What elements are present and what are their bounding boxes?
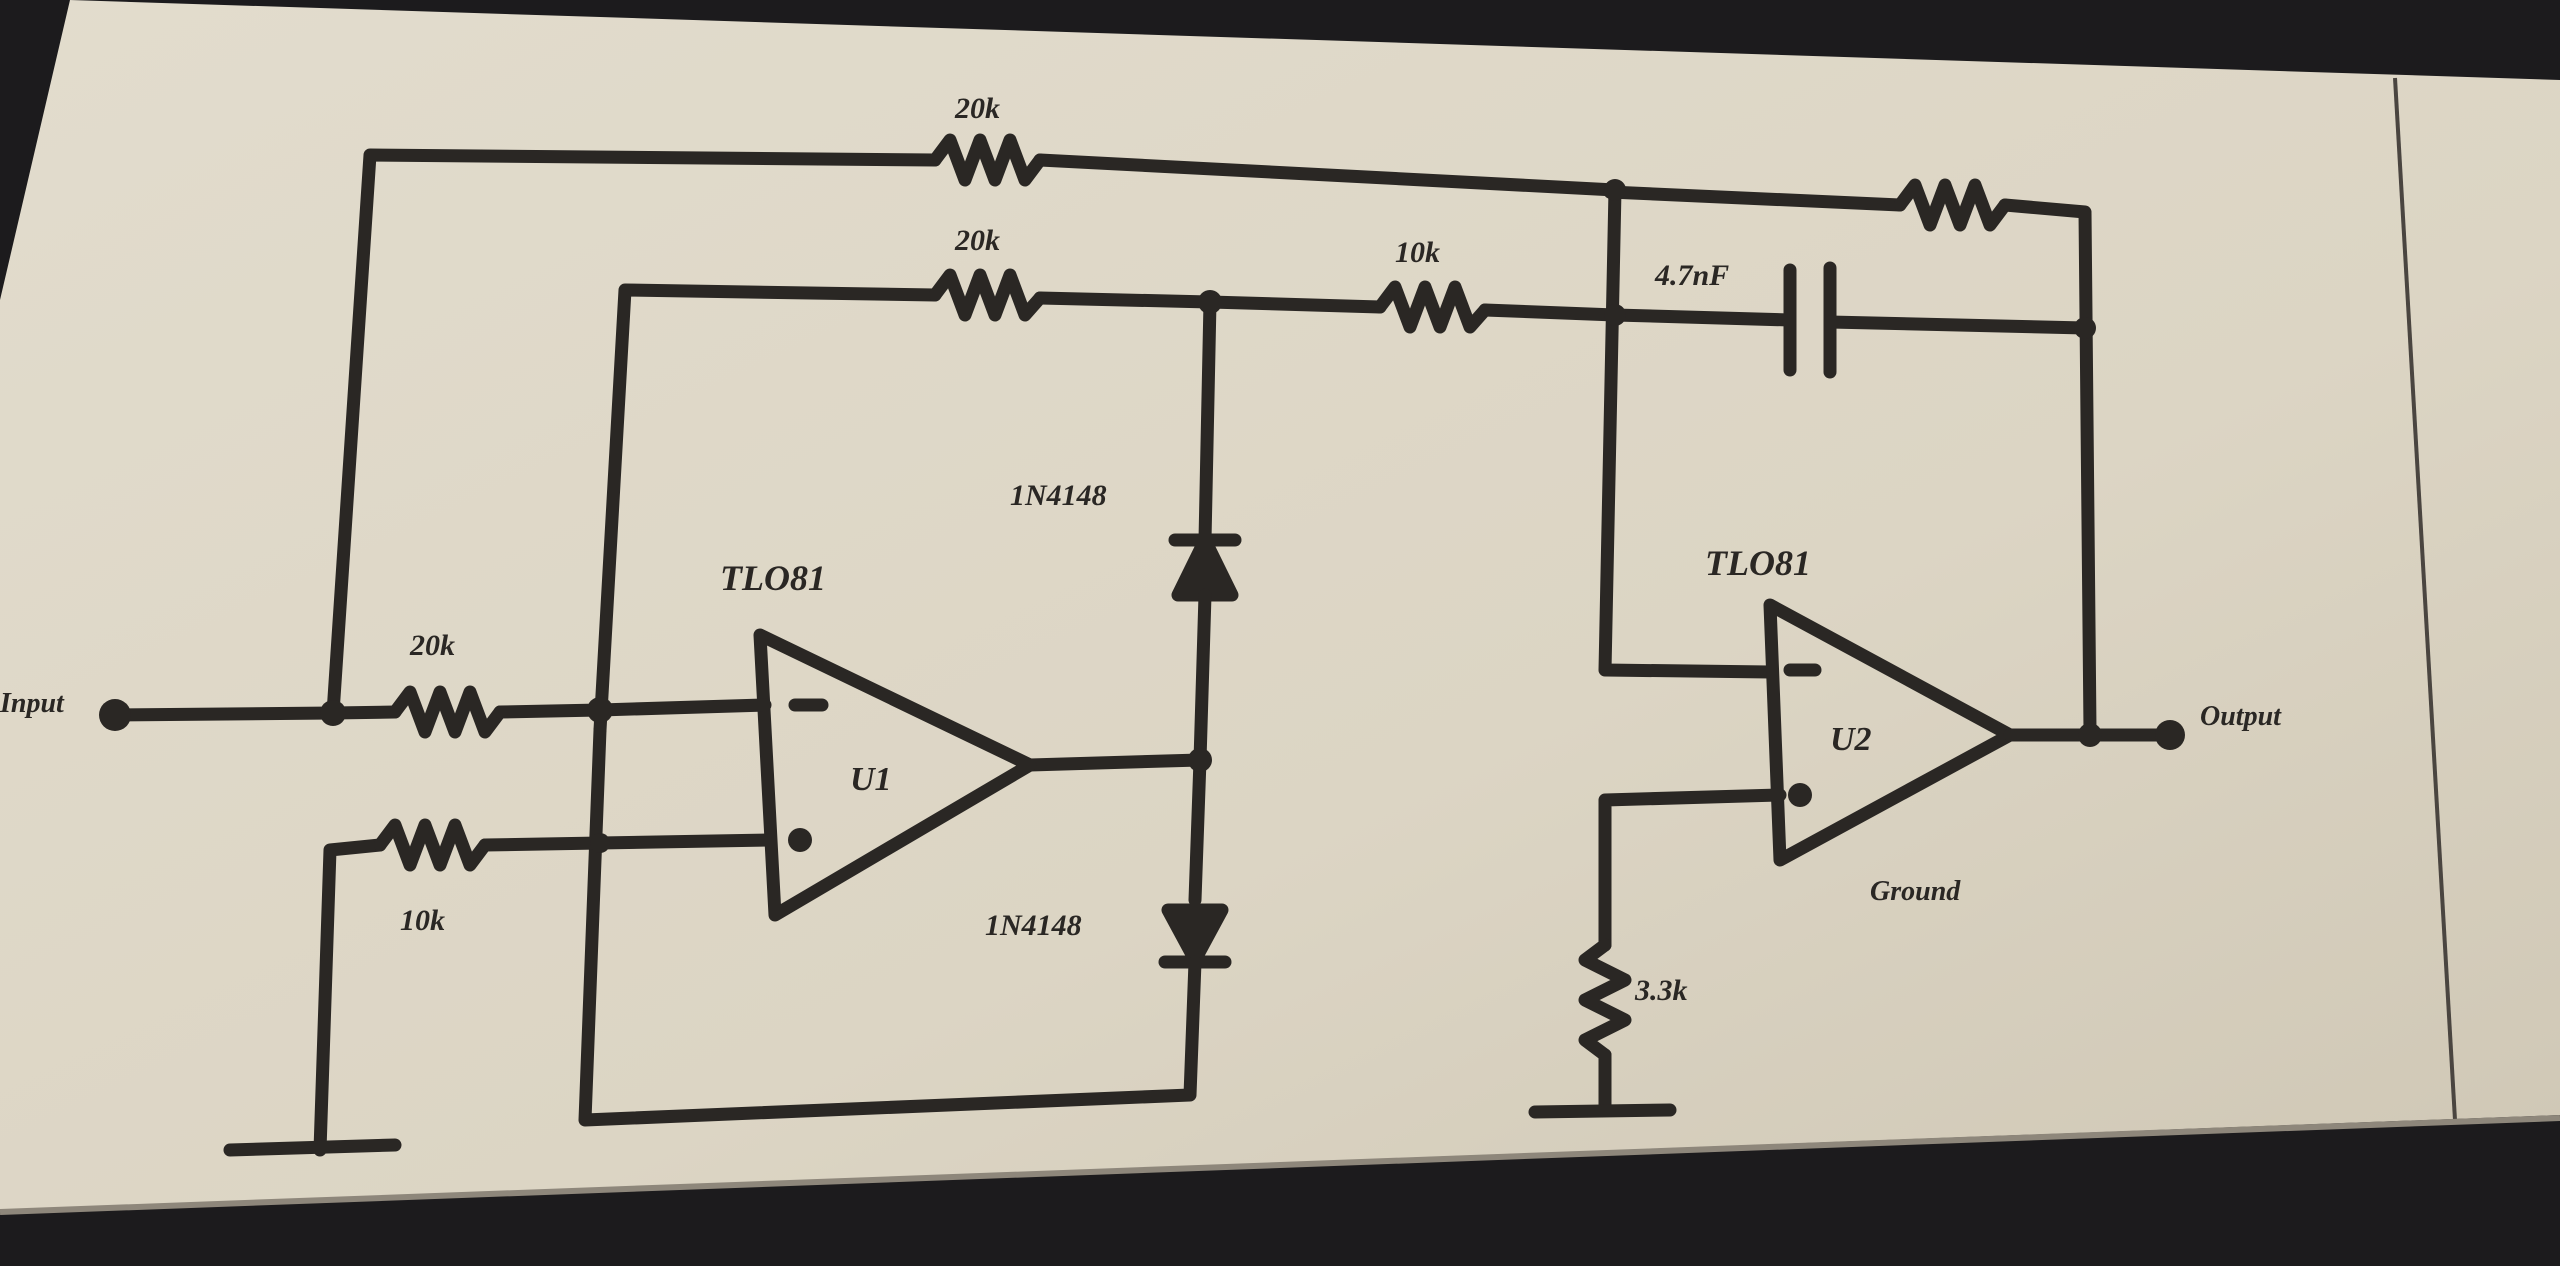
u2-plus-mark <box>1788 783 1812 807</box>
ground-left <box>223 1138 402 1157</box>
label-r-u2-plus-ground: 3.3k <box>1634 974 1688 1007</box>
node-u1-plus <box>590 833 610 853</box>
input-terminal <box>99 699 131 731</box>
wire-u1-feedback-left <box>593 283 942 737</box>
node-u2-mid <box>1604 304 1626 326</box>
node-u2-output <box>2078 723 2102 747</box>
wire-cap-right <box>1823 315 2092 335</box>
label-opamp-u2-ref: U2 <box>1830 721 1872 758</box>
wire-cap-left <box>1608 308 1797 327</box>
ground-right <box>1528 1103 1677 1119</box>
label-ground-note: Ground <box>1870 876 1961 907</box>
label-opamp-u1-ref: U1 <box>850 761 892 798</box>
opamp-u2 <box>1763 598 2017 867</box>
output-terminal <box>2155 720 2185 750</box>
label-opamp-u1-part: TLO81 <box>720 558 826 598</box>
resistor-mid <box>1373 280 1492 334</box>
u1-plus-mark <box>788 828 812 852</box>
label-input: Input <box>0 688 65 719</box>
label-opamp-u2-part: TLO81 <box>1705 543 1811 583</box>
wire-input <box>108 705 402 722</box>
paper-sheet <box>0 0 2560 1210</box>
resistor-u1-feedback <box>928 268 1047 322</box>
label-r-top-feedback: 20k <box>954 92 1000 125</box>
label-output: Output <box>2200 701 2282 732</box>
labels: 20k 20k 10k 4.7nF 1N4148 1N4148 TLO81 U1… <box>0 92 2282 1007</box>
opamp-u1 <box>753 628 1037 922</box>
wire-u2-minus <box>1598 183 1777 679</box>
wire-diode-column-top <box>1198 295 1217 547</box>
wire-u2-feedback-right <box>1998 198 2097 737</box>
resistor-u1-plus <box>373 818 492 872</box>
diode-lower-symbol <box>1161 903 1229 967</box>
wire-top-rail-2 <box>1033 153 1622 197</box>
paper-fold <box>2393 77 2457 1121</box>
label-diode-lower: 1N4148 <box>985 909 1082 942</box>
paper-edge <box>0 1115 2560 1215</box>
node-u1-minus <box>587 697 613 723</box>
label-r-input: 20k <box>409 629 455 662</box>
wire-u1-plus <box>478 833 777 852</box>
label-r-mid: 10k <box>1395 236 1440 269</box>
wire-u1-plus-ground <box>313 838 387 1157</box>
node-diode-top <box>1198 290 1222 314</box>
node-input <box>320 700 346 726</box>
node-u2-top <box>1604 179 1626 201</box>
wire-top-rail <box>326 148 942 720</box>
label-capacitor: 4.7nF <box>1654 259 1729 292</box>
label-diode-upper: 1N4148 <box>1010 479 1107 512</box>
wire-input-to-u1 <box>493 698 772 719</box>
label-r-u1-feedback: 20k <box>954 224 1000 257</box>
node-u2-right-cap <box>2074 317 2096 339</box>
label-r-u1-plus: 10k <box>400 904 445 937</box>
wire-u2-plus <box>1598 788 1787 952</box>
wire-mid-to-u2 <box>1478 303 1622 322</box>
nodes <box>99 179 2185 853</box>
node-diode-mid <box>1188 748 1212 772</box>
resistor-u2-plus <box>1578 938 1632 1062</box>
wire-diode-bottom <box>578 723 1202 1127</box>
resistor-u2-feedback <box>1893 178 2012 232</box>
resistor-input <box>388 685 507 739</box>
resistor-top-feedback <box>928 133 1047 187</box>
wire-u1-output <box>1023 753 1207 772</box>
